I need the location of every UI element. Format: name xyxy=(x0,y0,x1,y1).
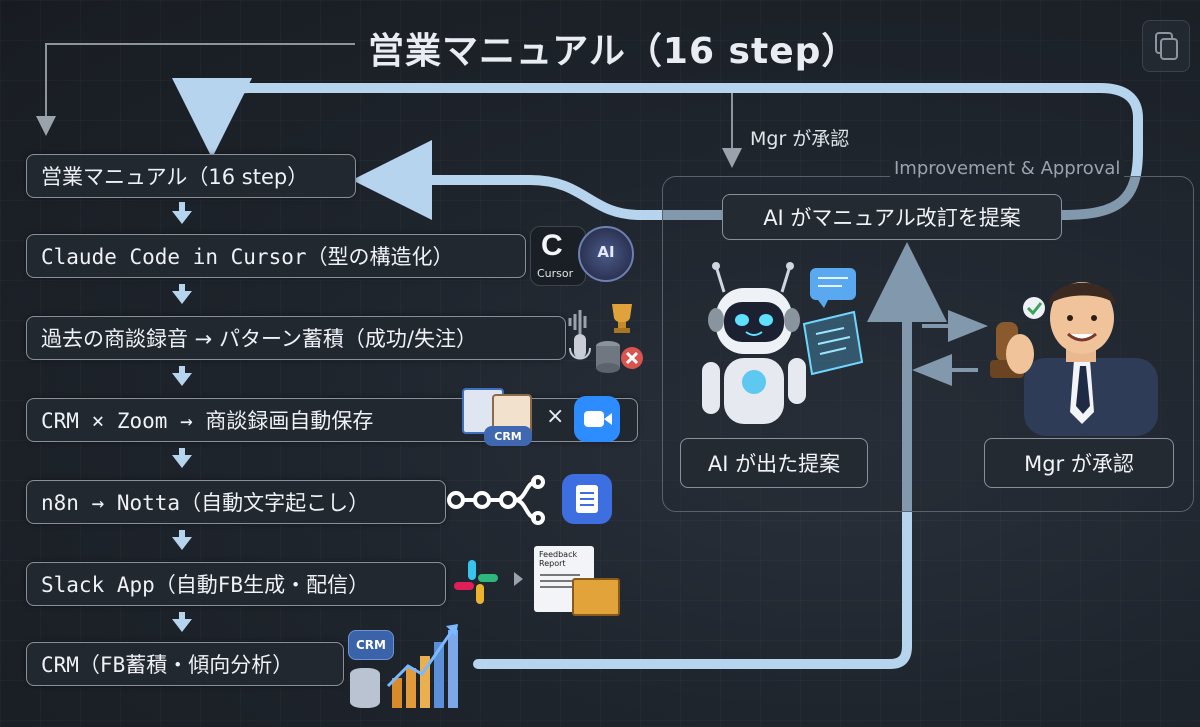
ai-suggestion-label: AI が出た提案 xyxy=(707,452,841,476)
waveform-icon xyxy=(568,310,587,334)
manager-illustration xyxy=(990,282,1158,436)
copy-icon xyxy=(1155,32,1178,60)
trophy-icon xyxy=(612,304,632,333)
mgr-approval-box: Mgr が承認 xyxy=(984,438,1174,488)
database-stack-icon xyxy=(350,668,380,708)
approval-note: Mgr が承認 xyxy=(750,128,850,150)
step-label: n8n → Notta（自動文字起こし） xyxy=(41,491,370,515)
revision-loop-arrow xyxy=(172,78,1143,220)
step-label: Claude Code in Cursor（型の構造化） xyxy=(41,245,454,269)
step-claude-code: Claude Code in Cursor（型の構造化） xyxy=(26,234,526,278)
ai-robot-illustration xyxy=(702,262,864,424)
step-n8n-notta: n8n → Notta（自動文字起こし） xyxy=(26,480,446,524)
crm-analytics-icon: CRM xyxy=(346,616,466,716)
proposal-label: AI がマニュアル改訂を提案 xyxy=(763,206,1021,230)
hologram-tablet-icon xyxy=(802,310,864,376)
microphone-icon xyxy=(569,334,591,360)
database-icon xyxy=(596,341,620,373)
ai-brain-icon: AI xyxy=(578,226,634,282)
crm-card-label: CRM xyxy=(484,426,532,446)
ai-chip-label: AI xyxy=(597,243,615,261)
times-symbol: × xyxy=(546,404,565,429)
slack-icon xyxy=(454,560,498,604)
crm-contact-icon: CRM xyxy=(462,388,534,450)
step-label: CRM（FB蓄積・傾向分析） xyxy=(41,653,294,677)
title-to-step-connector xyxy=(36,43,355,136)
ai-proposal-box: AI がマニュアル改訂を提案 xyxy=(722,194,1062,240)
proposal-to-manual-arrow xyxy=(352,140,727,220)
zoom-icon xyxy=(574,396,620,442)
step-sales-manual: 営業マニュアル（16 step） xyxy=(26,154,356,198)
envelope-icon xyxy=(572,578,620,616)
ai-suggestion-box: AI が出た提案 xyxy=(680,438,868,488)
step-call-recordings: 過去の商談録音 → パターン蓄積（成功/失注） xyxy=(26,316,566,360)
crm-db-label: CRM xyxy=(348,630,394,660)
fail-x-icon xyxy=(621,347,643,369)
step-label: CRM × Zoom → 商談録画自動保存 xyxy=(41,409,374,433)
copy-button[interactable] xyxy=(1142,20,1190,72)
step-slack-app: Slack App（自動FB生成・配信） xyxy=(26,562,446,606)
step-crm-analysis: CRM（FB蓄積・傾向分析） xyxy=(26,642,344,686)
cursor-label: Cursor xyxy=(537,267,574,280)
arrow-right-icon xyxy=(514,572,523,586)
step-label: 営業マニュアル（16 step） xyxy=(41,165,309,189)
feedback-report-label: Feedback Report xyxy=(539,550,578,568)
chat-bubble-icon xyxy=(810,268,856,308)
recording-icons xyxy=(568,304,643,373)
crm-feedback-arrow xyxy=(473,242,947,669)
step-label: Slack App（自動FB生成・配信） xyxy=(41,573,370,597)
approval-stamp-icon xyxy=(990,322,1034,378)
notta-icon xyxy=(562,474,612,524)
step-crm-zoom: CRM × Zoom → 商談録画自動保存 xyxy=(26,398,638,442)
mgr-approval-label: Mgr が承認 xyxy=(1024,452,1134,476)
checkmark-icon xyxy=(1023,297,1045,319)
step-label: 過去の商談録音 → パターン蓄積（成功/失注） xyxy=(41,327,477,351)
panel-label: Improvement & Approval xyxy=(890,158,1125,179)
page-title: 営業マニュアル（16 step） xyxy=(368,31,859,72)
n8n-icon xyxy=(447,475,545,525)
growth-chart-icon xyxy=(386,624,458,708)
